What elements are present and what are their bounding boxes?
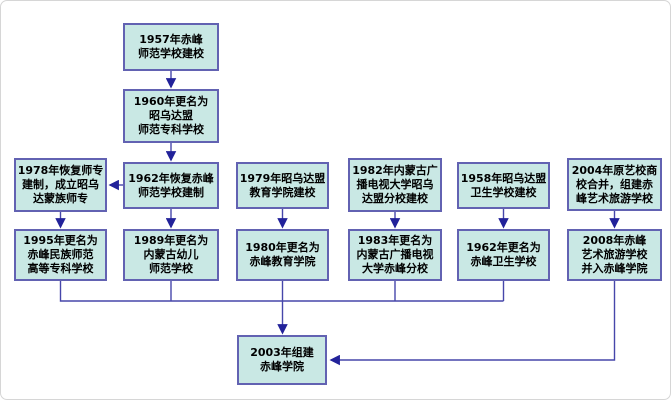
edge-bus-collector: [59, 281, 505, 302]
flow-box-1979-founding: 1979年昭乌达盟 教育学院建校: [236, 162, 329, 209]
edge-2008-2003: [329, 281, 616, 366]
flow-box-1995-rename: 1995年更名为 赤峰民族师范 高等专科学校: [14, 229, 107, 281]
flow-box-1960-rename: 1960年更名为 昭乌达盟 师范专科学校: [123, 89, 219, 143]
flow-box-2004-merge: 2004年原艺校商 校合并，组建赤 峰艺术旅游学校: [567, 158, 662, 211]
flow-box-2008-merge: 2008年赤峰 艺术旅游学校 并入赤峰学院: [567, 229, 662, 281]
flow-box-2003-chifeng-university: 2003年组建 赤峰学院: [237, 335, 327, 385]
flow-box-1957-founding: 1957年赤峰 师范学校建校: [123, 23, 219, 71]
flow-box-1962-health-rename: 1962年更名为 赤峰卫生学校: [457, 229, 550, 281]
flow-box-1962-normal-restore: 1962年恢复赤峰 师范学校建制: [123, 162, 219, 209]
flow-box-1958-founding: 1958年昭乌达盟 卫生学校建校: [457, 162, 550, 209]
flow-box-1982-founding: 1982年内蒙古广 播电视大学昭乌 达盟分校建校: [348, 158, 442, 212]
flow-box-1989-rename: 1989年更名为 内蒙古幼儿 师范学校: [123, 229, 219, 281]
flow-box-1983-rename: 1983年更名为 内蒙古广播电视 大学赤峰分校: [348, 229, 442, 281]
flow-box-1980-rename: 1980年更名为 赤峰教育学院: [236, 229, 329, 281]
flow-box-1978-restore: 1978年恢复师专 建制，成立昭乌 达蒙族师专: [14, 158, 107, 212]
